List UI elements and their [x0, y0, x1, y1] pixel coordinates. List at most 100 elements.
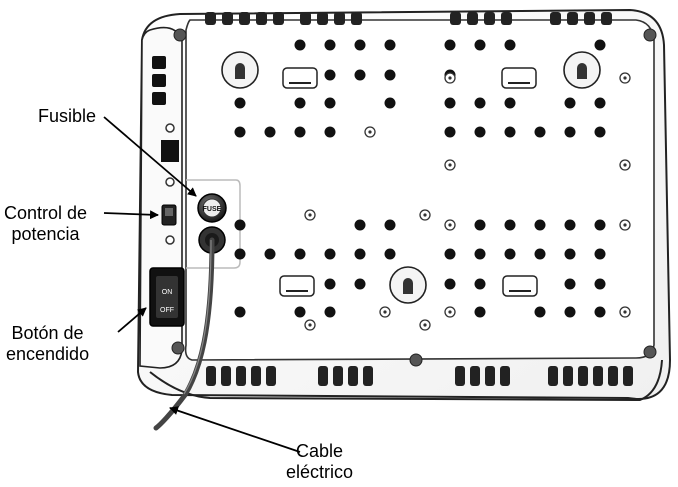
- bottom-vent: [348, 366, 358, 386]
- power-button-rocker: [156, 276, 178, 318]
- panel-hole: [444, 248, 456, 260]
- panel-hole: [444, 126, 456, 138]
- panel-hole: [474, 219, 486, 231]
- top-vent: [317, 12, 328, 25]
- top-vent: [222, 12, 233, 25]
- top-vent: [567, 12, 578, 25]
- panel-hole: [594, 39, 606, 51]
- panel-hole: [504, 126, 516, 138]
- keyhole-slot: [577, 63, 587, 79]
- keyhole-slot: [235, 63, 245, 79]
- panel-hole: [234, 97, 246, 109]
- panel-hole: [384, 248, 396, 260]
- top-vent: [450, 12, 461, 25]
- panel-slot: [502, 275, 538, 297]
- panel-hole: [594, 306, 606, 318]
- panel-hole: [384, 97, 396, 109]
- side-vent: [152, 56, 166, 69]
- fuse-text: FUSE: [203, 206, 222, 213]
- panel-hole: [384, 69, 396, 81]
- cable-label-line2: eléctrico: [286, 462, 354, 482]
- power-control-label: Control de potencia: [4, 203, 87, 245]
- panel-hole: [594, 126, 606, 138]
- panel-screw-center: [623, 310, 627, 314]
- bottom-vent: [251, 366, 261, 386]
- top-vent: [601, 12, 612, 25]
- bottom-vent: [485, 366, 495, 386]
- bottom-vent: [236, 366, 246, 386]
- bottom-vent: [266, 366, 276, 386]
- panel-screw-center: [423, 213, 427, 217]
- bottom-vent: [363, 366, 373, 386]
- corner-screw: [173, 28, 187, 42]
- panel-hole: [324, 278, 336, 290]
- panel-hole: [354, 39, 366, 51]
- panel-screw-center: [448, 163, 452, 167]
- panel-slots: [279, 67, 538, 297]
- panel-screw-center: [623, 76, 627, 80]
- top-vent: [501, 12, 512, 25]
- top-vent: [584, 12, 595, 25]
- panel-hole: [354, 69, 366, 81]
- power-button-label: Botón de encendido: [6, 323, 89, 365]
- panel-hole: [294, 306, 306, 318]
- corner-screw: [643, 28, 657, 42]
- top-vent: [351, 12, 362, 25]
- power-control-label-line1: Control de: [4, 203, 88, 223]
- panel-hole: [444, 97, 456, 109]
- panel-hole: [354, 219, 366, 231]
- top-vent: [334, 12, 345, 25]
- panel-slot: [501, 67, 537, 89]
- rim-screw: [409, 353, 423, 367]
- panel-hole: [474, 248, 486, 260]
- bottom-vent: [318, 366, 328, 386]
- panel-hole: [324, 306, 336, 318]
- top-vent: [467, 12, 478, 25]
- panel-screw-center: [448, 310, 452, 314]
- corner-screw: [171, 341, 185, 355]
- panel-hole: [504, 248, 516, 260]
- bottom-vent: [563, 366, 573, 386]
- panel-hole: [594, 97, 606, 109]
- panel-hole: [474, 39, 486, 51]
- panel-hole: [234, 248, 246, 260]
- panel-screw-center: [383, 310, 387, 314]
- panel-hole: [594, 219, 606, 231]
- panel-hole: [264, 126, 276, 138]
- panel-hole: [474, 126, 486, 138]
- top-vent: [550, 12, 561, 25]
- panel-hole: [324, 97, 336, 109]
- panel-hole: [294, 126, 306, 138]
- panel-hole: [564, 306, 576, 318]
- power-control-switch-rocker: [165, 208, 173, 216]
- panel-screw-center: [308, 323, 312, 327]
- panel-hole: [534, 248, 546, 260]
- top-vent-row: [205, 12, 612, 25]
- panel-hole: [384, 39, 396, 51]
- power-button-label-line1: Botón de: [11, 323, 84, 343]
- panel-hole: [564, 248, 576, 260]
- panel-screw-center: [448, 223, 452, 227]
- panel-hole: [594, 248, 606, 260]
- panel-hole: [594, 278, 606, 290]
- panel-screw-center: [623, 163, 627, 167]
- top-vent: [273, 12, 284, 25]
- power-control-arrow: [103, 210, 159, 220]
- bottom-vent: [455, 366, 465, 386]
- panel-hole: [234, 219, 246, 231]
- side-port: [161, 140, 179, 162]
- panel-screw-center: [448, 76, 452, 80]
- panel-screw-center: [623, 223, 627, 227]
- fuse-arrow: [103, 116, 197, 197]
- power-button-on: ON: [162, 289, 173, 296]
- top-vent: [300, 12, 311, 25]
- panel-hole: [324, 69, 336, 81]
- panel-hole: [354, 278, 366, 290]
- panel-hole: [324, 126, 336, 138]
- panel-hole: [354, 248, 366, 260]
- panel-hole: [474, 306, 486, 318]
- corner-screw: [643, 345, 657, 359]
- panel-hole: [294, 97, 306, 109]
- panel-screw-center: [308, 213, 312, 217]
- panel-hole: [534, 306, 546, 318]
